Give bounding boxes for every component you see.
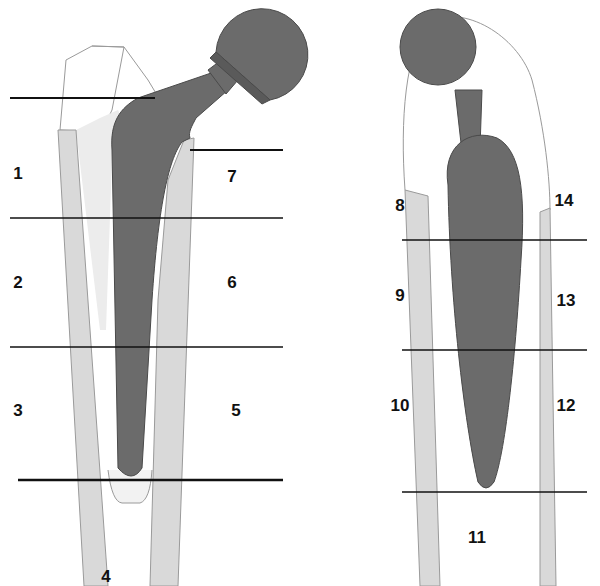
zone-number: 4 <box>101 568 110 585</box>
zone-number: 1 <box>13 165 22 182</box>
lateral-view <box>400 9 587 586</box>
zone-line <box>190 149 283 151</box>
femoral-stem <box>112 72 228 476</box>
zone-line <box>10 97 155 99</box>
anterior-cortex <box>405 190 440 586</box>
zone-number: 13 <box>557 292 576 309</box>
zone-number: 14 <box>555 192 574 209</box>
femoral-head <box>216 9 308 100</box>
zone-number: 11 <box>468 529 486 546</box>
lateral-cortex <box>58 130 108 586</box>
posterior-cortex <box>540 208 556 586</box>
zone-line <box>10 217 283 219</box>
zone-number: 8 <box>395 197 404 214</box>
zone-line <box>402 349 587 351</box>
femoral-stem <box>447 135 522 488</box>
zone-number: 12 <box>557 397 576 414</box>
zone-number: 5 <box>231 402 240 419</box>
head-rim <box>210 52 270 104</box>
zone-line <box>402 239 587 241</box>
zone-number: 6 <box>227 274 236 291</box>
zone-line <box>10 346 283 348</box>
ap-view <box>10 9 308 586</box>
zone-line <box>18 479 283 482</box>
femoral-head <box>400 9 476 85</box>
zone-number: 10 <box>391 397 410 414</box>
zone-number: 9 <box>395 287 404 304</box>
zone-line <box>402 491 587 493</box>
zone-number: 7 <box>227 168 236 185</box>
zone-number: 3 <box>13 402 22 419</box>
zone-number: 2 <box>13 274 22 291</box>
